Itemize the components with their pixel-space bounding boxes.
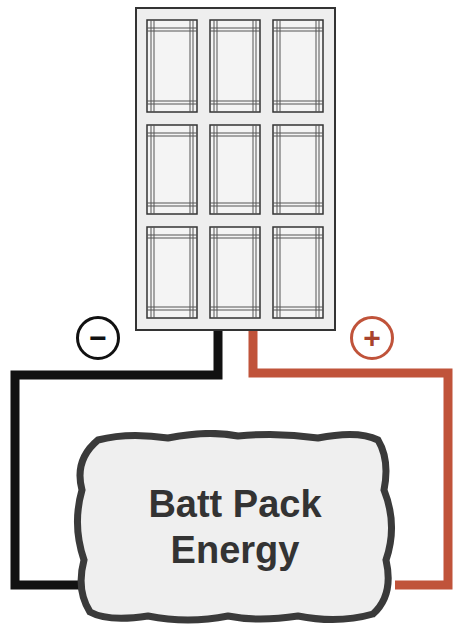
cell-line [273, 206, 323, 207]
cell-line [277, 125, 278, 214]
cell-line [217, 227, 218, 318]
cell-line [273, 104, 323, 105]
cell-line [273, 235, 323, 236]
solar-cell [210, 20, 260, 112]
cell-line [214, 20, 215, 112]
cell-line [147, 136, 197, 137]
cell-line [210, 104, 260, 105]
solar-cell [273, 227, 323, 318]
cell-line [147, 203, 197, 204]
cell-line [154, 125, 155, 214]
cell-line [273, 203, 323, 204]
cell-line [210, 28, 260, 29]
cell-line [253, 227, 254, 318]
cell-line [210, 101, 260, 102]
solar-cell [147, 125, 197, 214]
cell-line [193, 227, 194, 318]
solar-cell [147, 20, 197, 112]
polarity-symbol: + [350, 316, 394, 360]
cell-line [147, 101, 197, 102]
cell-line [319, 227, 320, 318]
cell-line [210, 310, 260, 311]
cell-line [256, 125, 257, 214]
battery-outline [68, 430, 402, 624]
cell-line [190, 125, 191, 214]
cell-line [273, 136, 323, 137]
cell-line [154, 227, 155, 318]
cell-line [190, 227, 191, 318]
cell-line [151, 20, 152, 112]
cell-line [190, 20, 191, 112]
cell-line [319, 20, 320, 112]
solar-panel [136, 8, 335, 330]
cell-line [147, 238, 197, 239]
cell-line [277, 20, 278, 112]
cell-line [280, 20, 281, 112]
battery-shape [77, 433, 391, 620]
cell-line [253, 125, 254, 214]
cell-line [147, 31, 197, 32]
cell-line [217, 20, 218, 112]
cell-line [210, 136, 260, 137]
cell-line [214, 125, 215, 214]
cell-line [210, 206, 260, 207]
cell-line [273, 101, 323, 102]
cell-line [253, 20, 254, 112]
cell-line [151, 227, 152, 318]
cell-line [277, 227, 278, 318]
cell-line [273, 307, 323, 308]
solar-cell [273, 125, 323, 214]
battery-label: Batt Pack Energy [105, 481, 365, 573]
cell-line [256, 20, 257, 112]
cell-line [147, 310, 197, 311]
cell-line [214, 227, 215, 318]
cell-line [273, 31, 323, 32]
cell-line [280, 125, 281, 214]
cell-line [316, 125, 317, 214]
cell-line [273, 133, 323, 134]
cell-line [273, 310, 323, 311]
solar-cell [147, 227, 197, 318]
cell-line [193, 125, 194, 214]
cell-line [210, 235, 260, 236]
solar-cell [210, 227, 260, 318]
cell-line [147, 133, 197, 134]
polarity-symbol: − [76, 316, 120, 360]
cell-line [210, 133, 260, 134]
cell-line [217, 125, 218, 214]
battery-pack: Batt Pack Energy [68, 430, 402, 624]
cell-line [147, 28, 197, 29]
cell-line [210, 31, 260, 32]
cell-line [147, 206, 197, 207]
cell-line [316, 227, 317, 318]
cell-line [147, 307, 197, 308]
cell-line [193, 20, 194, 112]
cell-line [280, 227, 281, 318]
cell-line [273, 238, 323, 239]
cell-line [256, 227, 257, 318]
cell-line [210, 203, 260, 204]
cell-line [154, 20, 155, 112]
cell-line [210, 307, 260, 308]
cell-line [147, 235, 197, 236]
solar-cells [147, 20, 323, 318]
cell-line [273, 28, 323, 29]
solar-cell [273, 20, 323, 112]
cell-line [319, 125, 320, 214]
cell-line [151, 125, 152, 214]
solar-cell [210, 125, 260, 214]
cell-line [210, 238, 260, 239]
cell-line [316, 20, 317, 112]
cell-line [147, 104, 197, 105]
